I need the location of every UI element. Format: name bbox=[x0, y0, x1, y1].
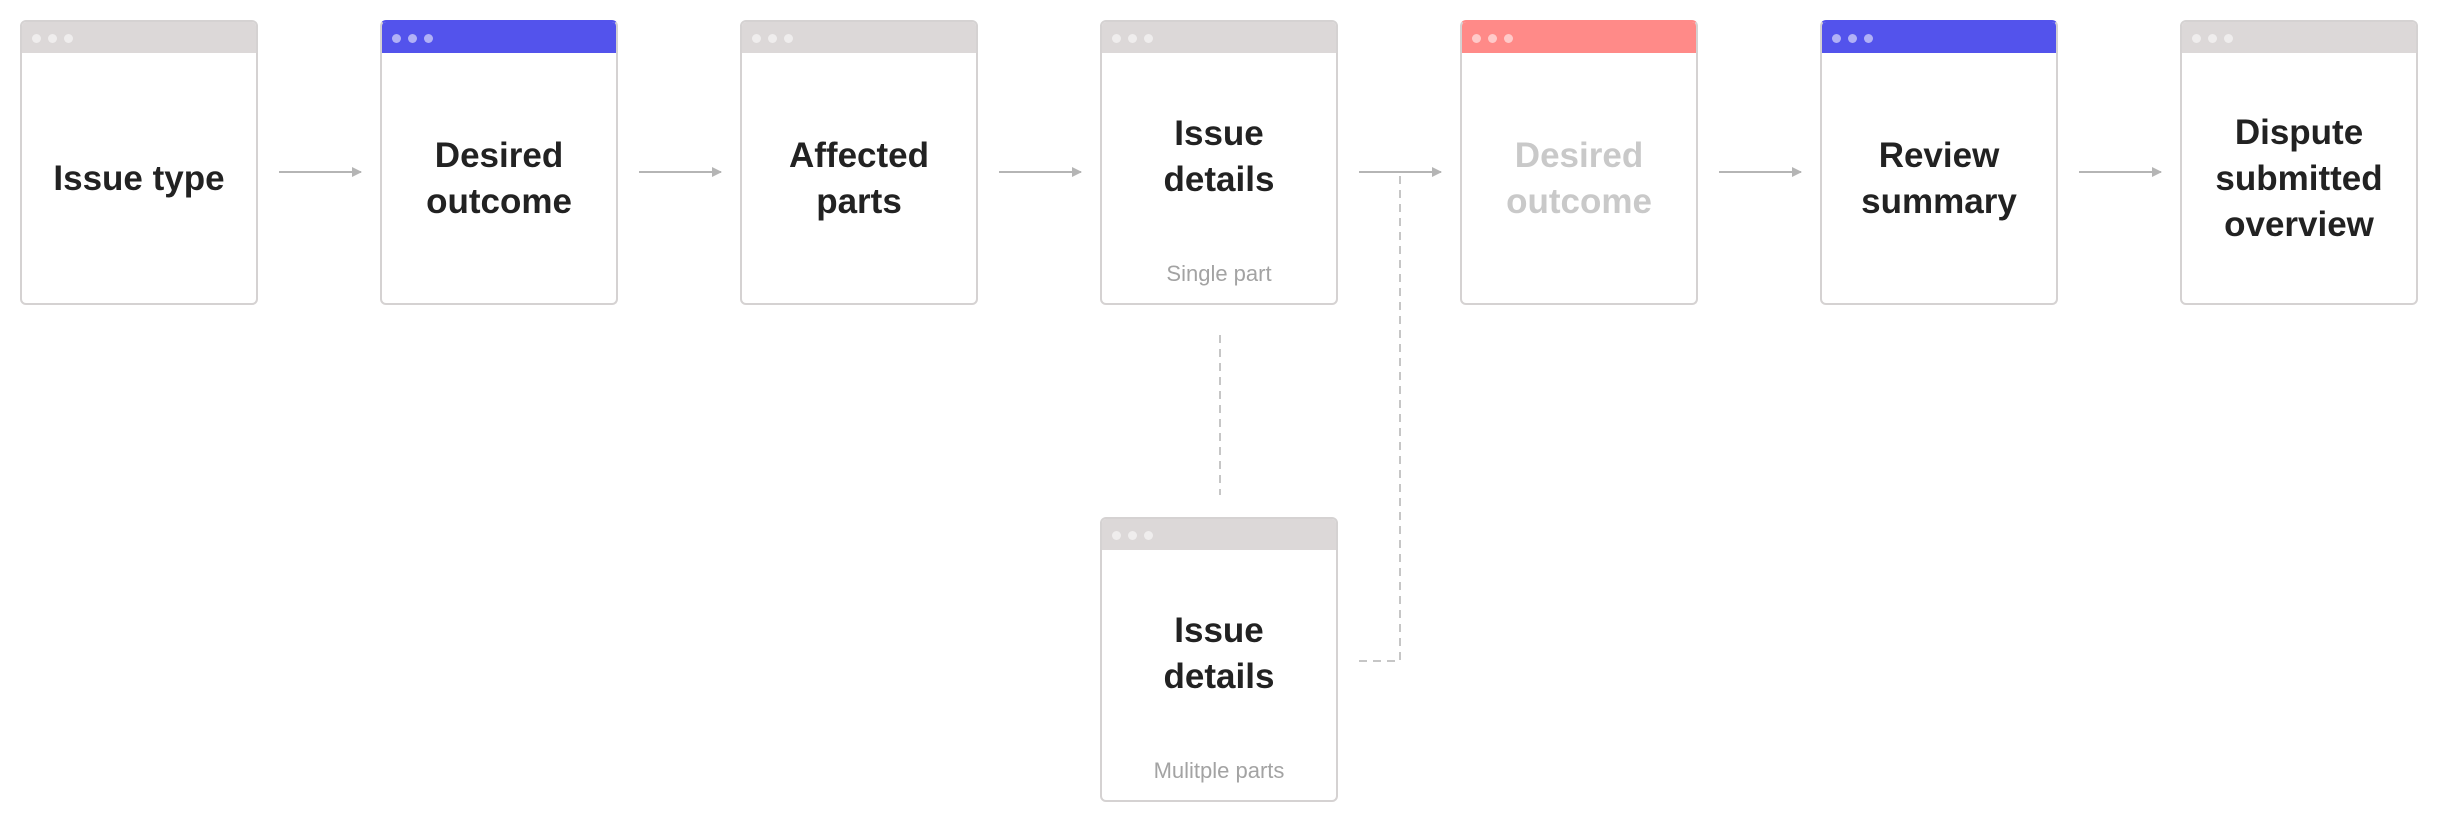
window-dot-icon bbox=[1144, 34, 1153, 43]
step-card-review-summary: Review summary bbox=[1820, 20, 2058, 305]
step-title: Desired outcome bbox=[426, 136, 572, 221]
window-dot-icon bbox=[1864, 34, 1873, 43]
window-dot-icon bbox=[2208, 34, 2217, 43]
window-dot-icon bbox=[48, 34, 57, 43]
window-dot-icon bbox=[1472, 34, 1481, 43]
window-bar bbox=[382, 22, 616, 53]
window-bar bbox=[1822, 22, 2056, 53]
step-subtitle: Mulitple parts bbox=[1153, 758, 1285, 783]
window-dot-icon bbox=[752, 34, 761, 43]
window-dot-icon bbox=[2224, 34, 2233, 43]
window-dot-icon bbox=[1144, 531, 1153, 540]
window-dot-icon bbox=[784, 34, 793, 43]
window-dot-icon bbox=[1504, 34, 1513, 43]
window-dot-icon bbox=[424, 34, 433, 43]
step-title: Issue details bbox=[1163, 611, 1275, 696]
dashed-merge-connector bbox=[1359, 172, 1401, 662]
window-bar bbox=[1462, 22, 1696, 53]
step-card-issue-type: Issue type bbox=[20, 20, 258, 305]
window-dot-icon bbox=[1848, 34, 1857, 43]
step-title: Dispute submitted overview bbox=[2215, 113, 2383, 244]
window-dot-icon bbox=[32, 34, 41, 43]
window-dot-icon bbox=[1112, 531, 1121, 540]
window-dot-icon bbox=[408, 34, 417, 43]
step-title: Affected parts bbox=[788, 136, 930, 221]
window-bar bbox=[22, 22, 256, 53]
step-subtitle: Single part bbox=[1166, 261, 1272, 286]
window-dot-icon bbox=[64, 34, 73, 43]
window-dot-icon bbox=[1112, 34, 1121, 43]
window-bar bbox=[742, 22, 976, 53]
step-title: Review summary bbox=[1861, 136, 2017, 221]
branch-card-issue-details-multiple: Issue details Mulitple parts bbox=[1100, 517, 1338, 802]
step-card-desired-outcome: Desired outcome bbox=[380, 20, 618, 305]
window-dot-icon bbox=[1128, 34, 1137, 43]
step-card-affected-parts: Affected parts bbox=[740, 20, 978, 305]
window-dot-icon bbox=[2192, 34, 2201, 43]
step-card-desired-outcome-faded: Desired outcome bbox=[1460, 20, 1698, 305]
window-dot-icon bbox=[1488, 34, 1497, 43]
window-dot-icon bbox=[392, 34, 401, 43]
step-card-dispute-submitted-overview: Dispute submitted overview bbox=[2180, 20, 2418, 305]
window-dot-icon bbox=[1832, 34, 1841, 43]
step-title: Desired outcome bbox=[1506, 136, 1652, 221]
window-bar bbox=[1102, 519, 1336, 550]
window-bar bbox=[1102, 22, 1336, 53]
window-dot-icon bbox=[768, 34, 777, 43]
window-dot-icon bbox=[1128, 531, 1137, 540]
step-title: Issue type bbox=[53, 159, 225, 198]
window-bar bbox=[2182, 22, 2416, 53]
step-title: Issue details bbox=[1163, 114, 1275, 199]
step-card-issue-details-single: Issue details Single part bbox=[1100, 20, 1338, 305]
